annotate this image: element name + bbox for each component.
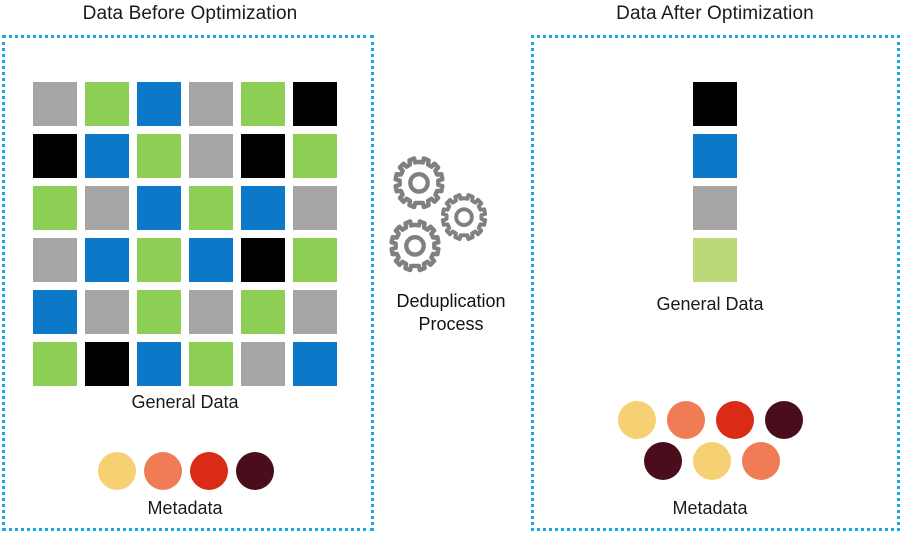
data-block <box>241 82 285 126</box>
gears-icon <box>378 150 524 340</box>
data-block <box>33 82 77 126</box>
data-block <box>137 342 181 386</box>
data-block <box>693 186 737 230</box>
data-block <box>33 134 77 178</box>
metadata-dot <box>144 452 182 490</box>
metadata-label-before: Metadata <box>147 498 223 518</box>
data-block <box>189 342 233 386</box>
data-block <box>241 290 285 334</box>
data-block <box>137 290 181 334</box>
metadata-dot <box>667 401 705 439</box>
metadata-dot <box>98 452 136 490</box>
data-block <box>137 134 181 178</box>
data-block <box>85 82 129 126</box>
data-block <box>293 238 337 282</box>
data-block <box>189 238 233 282</box>
data-block <box>137 186 181 230</box>
metadata-dot <box>693 442 731 480</box>
data-block <box>85 342 129 386</box>
data-block <box>293 134 337 178</box>
general-data-label-before: General Data <box>131 392 239 412</box>
metadata-dot <box>742 442 780 480</box>
gear-icon-middle-right <box>440 193 488 242</box>
data-block <box>189 82 233 126</box>
data-block <box>137 82 181 126</box>
gear-icon-top-left <box>393 156 445 210</box>
data-block <box>33 186 77 230</box>
general-data-label-after: General Data <box>656 294 764 314</box>
process-label-line1: Deduplication <box>396 291 506 311</box>
data-block <box>33 342 77 386</box>
data-block <box>693 238 737 282</box>
panel-title-after: Data After Optimization <box>616 3 814 24</box>
data-block <box>85 134 129 178</box>
metadata-dot <box>716 401 754 439</box>
data-block <box>85 186 129 230</box>
data-block <box>85 238 129 282</box>
data-block <box>693 82 737 126</box>
data-block <box>293 82 337 126</box>
data-block <box>293 290 337 334</box>
metadata-dot <box>190 452 228 490</box>
data-block <box>85 290 129 334</box>
deduplication-process-label: Deduplication Process <box>368 290 534 336</box>
data-block <box>241 134 285 178</box>
process-label-line2: Process <box>418 314 484 334</box>
metadata-dot <box>644 442 682 480</box>
data-block <box>33 290 77 334</box>
data-block <box>189 290 233 334</box>
data-block <box>241 238 285 282</box>
panel-before-optimization <box>2 35 374 531</box>
panel-after-optimization <box>531 35 900 531</box>
data-block <box>693 134 737 178</box>
data-block <box>137 238 181 282</box>
data-block <box>293 342 337 386</box>
metadata-label-after: Metadata <box>672 498 748 518</box>
data-block <box>241 186 285 230</box>
panel-title-before: Data Before Optimization <box>82 3 298 24</box>
data-block <box>293 186 337 230</box>
data-block <box>189 134 233 178</box>
metadata-dot <box>236 452 274 490</box>
data-block <box>189 186 233 230</box>
metadata-dot <box>765 401 803 439</box>
metadata-dot <box>618 401 656 439</box>
data-block <box>241 342 285 386</box>
gear-icon-bottom-left <box>389 219 441 273</box>
data-block <box>33 238 77 282</box>
